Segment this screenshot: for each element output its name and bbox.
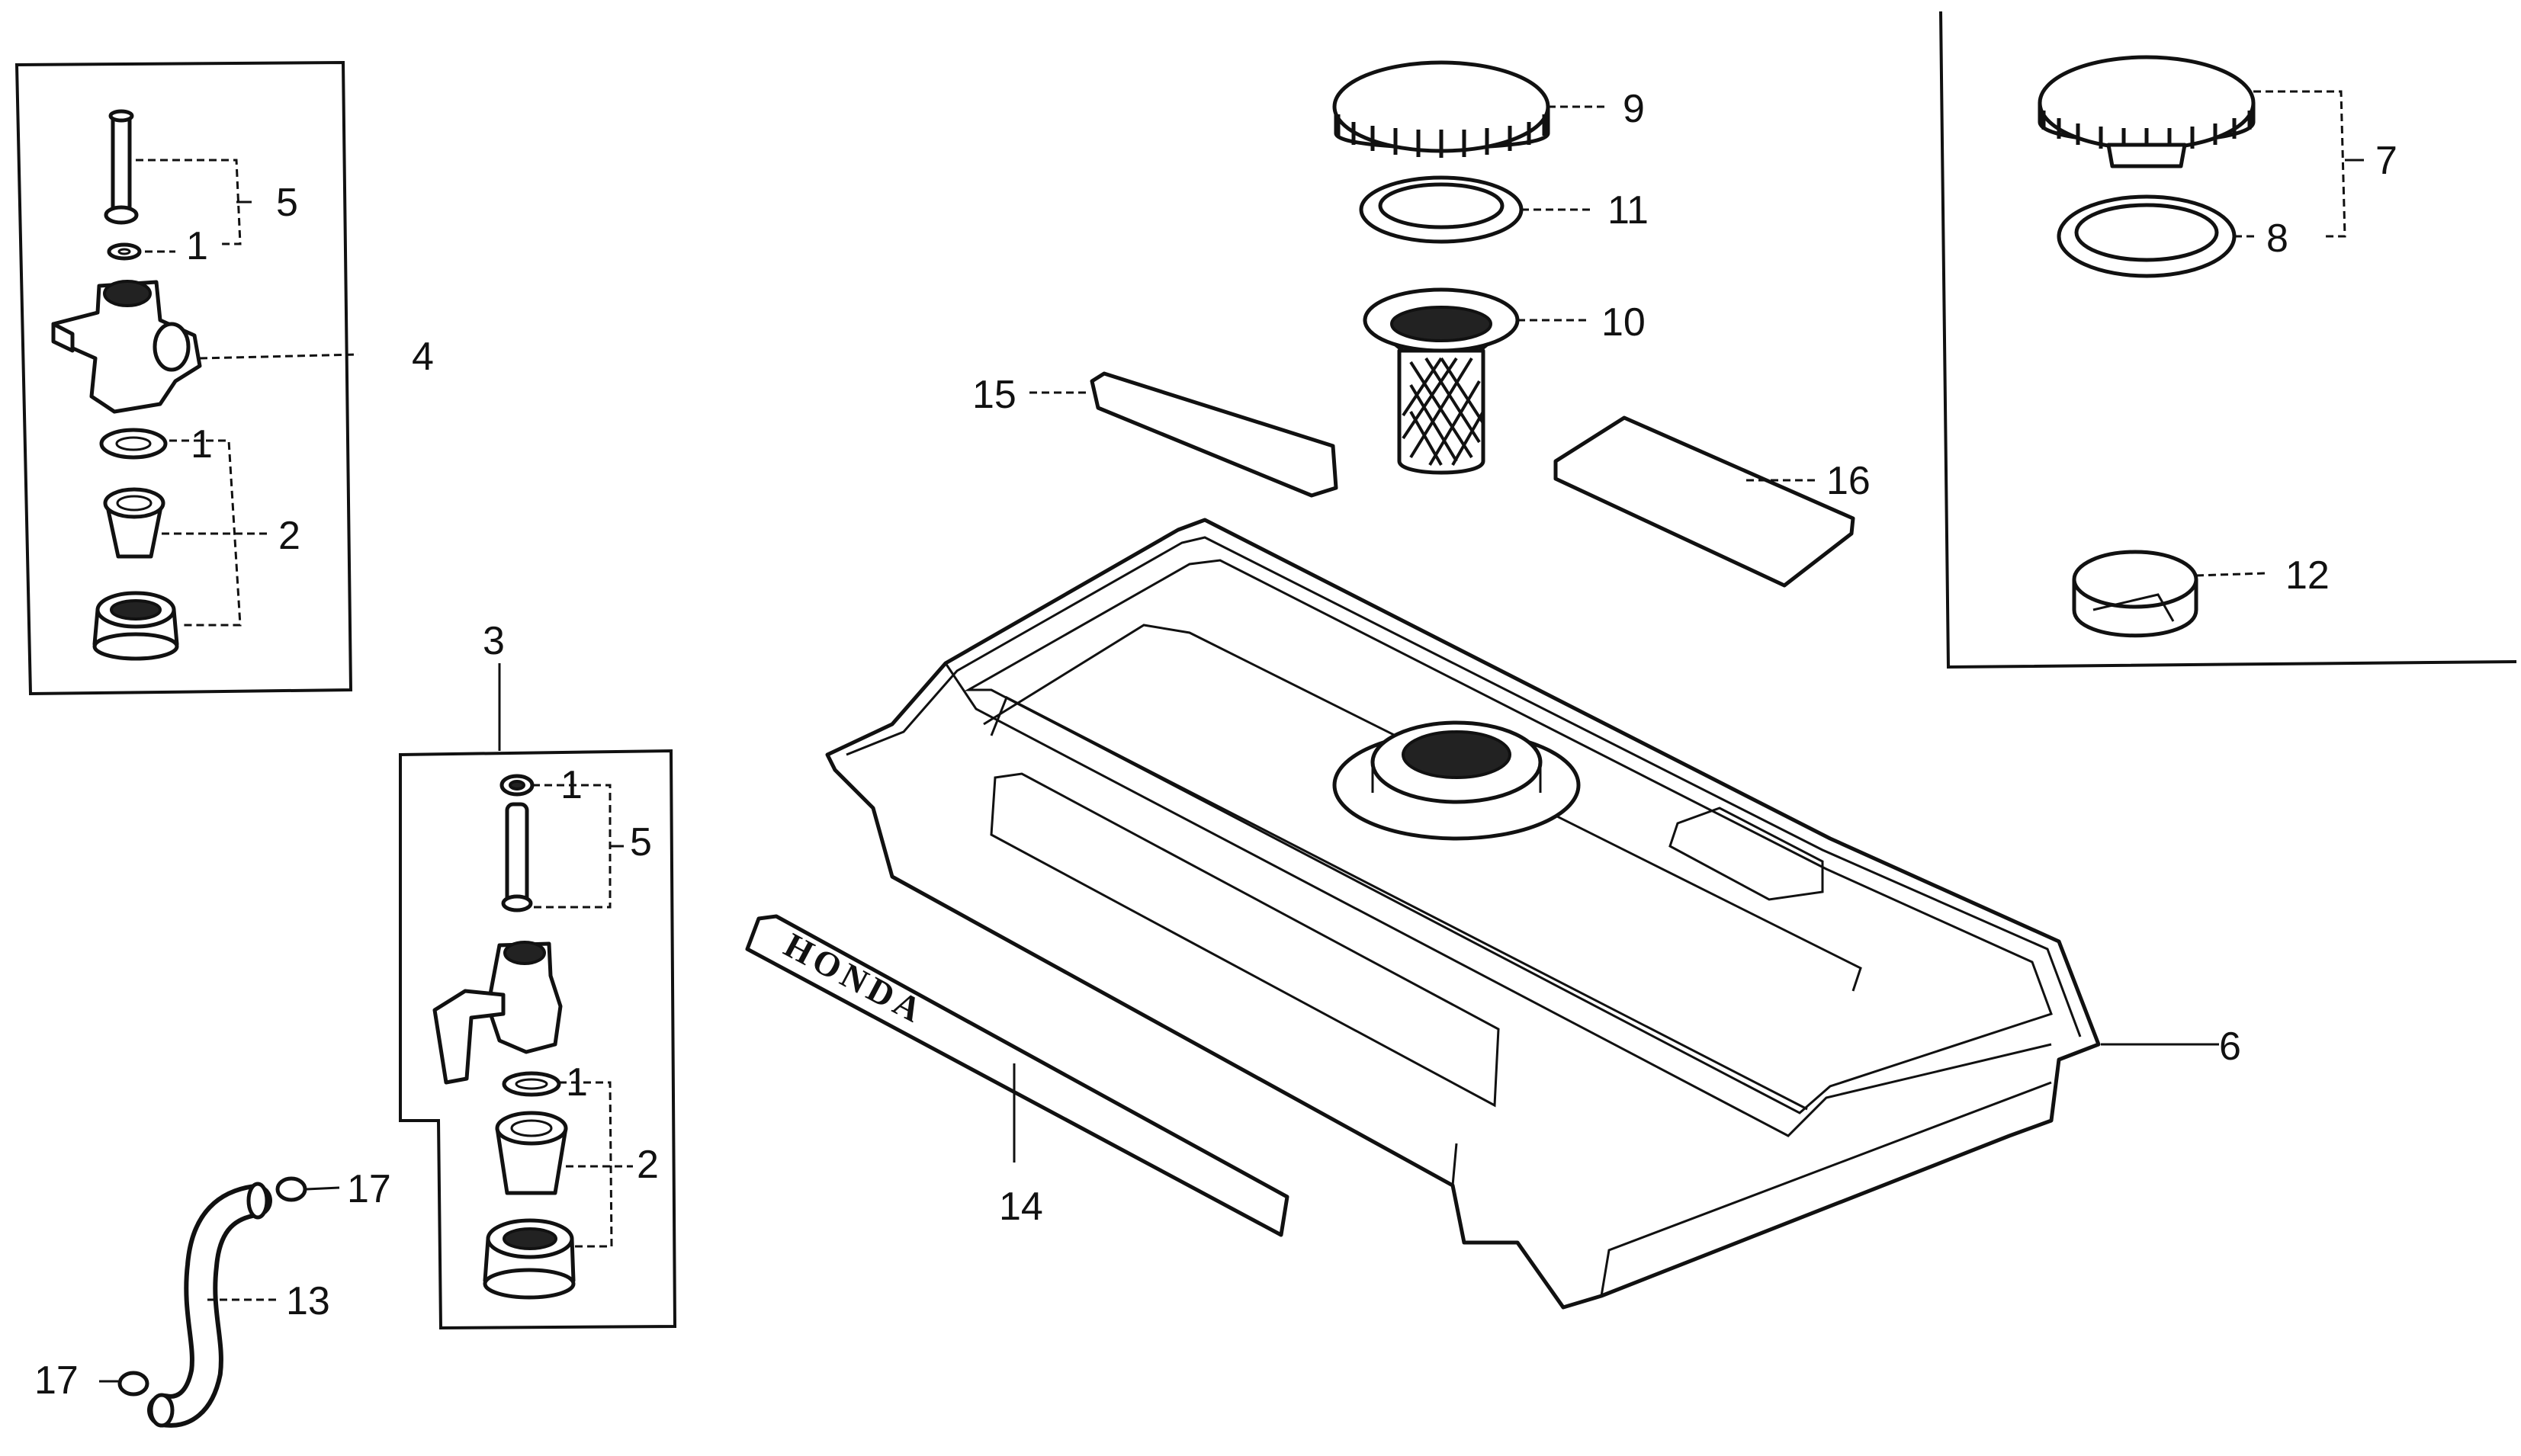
fuel-valve-parts-mid	[432, 774, 576, 1300]
filler-leaders	[1517, 105, 1609, 322]
callout-1-top: 1	[186, 224, 208, 268]
callout-7: 7	[2375, 139, 2397, 183]
callout-4: 4	[412, 335, 434, 379]
callout-1-b: 1	[560, 763, 583, 807]
fuel-valve-leaders-mid	[526, 784, 633, 1248]
callout-10: 10	[1601, 300, 1646, 345]
callout-15: 15	[972, 373, 1016, 417]
fuel-valve-parts-top	[51, 109, 202, 661]
callout-16: 16	[1826, 459, 1871, 503]
callout-3: 3	[483, 619, 505, 663]
fuel-valve-assembly-box	[14, 60, 353, 696]
fuel-hose	[147, 1182, 272, 1428]
fuel-tank	[825, 518, 2101, 1310]
fuel-strainer	[1363, 287, 1520, 475]
callout-5-b: 5	[630, 820, 652, 864]
callout-12: 12	[2285, 553, 2330, 598]
callout-17-bottom: 17	[34, 1358, 79, 1403]
callout-9: 9	[1623, 87, 1645, 131]
callout-2-b: 2	[637, 1143, 659, 1187]
alternate-cap	[2038, 55, 2256, 168]
callout-14: 14	[999, 1185, 1043, 1229]
label-16	[1553, 415, 1855, 588]
filler-cap	[1332, 60, 1550, 158]
callout-6: 6	[2219, 1025, 2241, 1069]
alternate-cap-box	[1939, 11, 2517, 669]
callout-17-top: 17	[347, 1167, 391, 1211]
alternate-cap-gasket	[2057, 194, 2237, 278]
fuel-valve-leaders-top	[136, 159, 359, 627]
callout-1-c: 1	[566, 1060, 588, 1105]
right-box-leaders	[2195, 90, 2364, 577]
filler-cap-gasket	[1359, 175, 1524, 244]
hose-clip-top	[275, 1176, 340, 1202]
callout-13: 13	[286, 1279, 330, 1323]
callout-8: 8	[2266, 216, 2288, 261]
callout-1-mid: 1	[191, 422, 213, 467]
fuel-valve-assembly-box-3	[399, 663, 677, 1330]
filler-neck-adapter	[2072, 550, 2198, 638]
callout-2-top: 2	[278, 514, 300, 558]
hose-clip-bottom	[99, 1371, 149, 1397]
callout-5-top: 5	[276, 181, 298, 225]
caution-label-15	[1029, 371, 1338, 498]
callout-11: 11	[1607, 188, 1649, 233]
